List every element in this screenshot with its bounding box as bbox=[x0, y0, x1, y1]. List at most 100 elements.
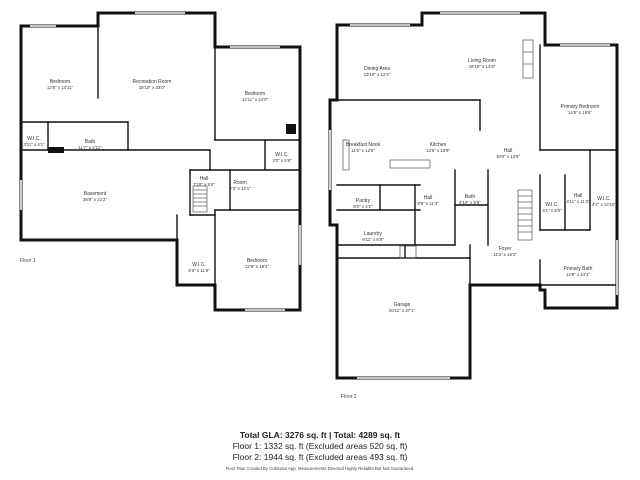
floor-1-outer-wall-left bbox=[19, 11, 100, 242]
room-name: Bath bbox=[465, 194, 476, 200]
room-name: Dining Area bbox=[364, 66, 390, 72]
room-dimensions: 10'0" x 13'9" bbox=[496, 154, 521, 159]
room-dimensions: 7'10" x 5'4" bbox=[193, 182, 215, 187]
room-dimensions: 12'9" x 19'4" bbox=[245, 264, 270, 269]
floor-1-label: Floor 1 bbox=[20, 258, 36, 264]
room-name: Basement bbox=[84, 191, 107, 197]
room-dimensions: 12'9" x 14'4" bbox=[566, 272, 591, 277]
room-name: Hall bbox=[574, 193, 583, 199]
room-label: W.I.C.4'2" x 13'10" bbox=[592, 196, 617, 207]
room-dimensions: 9'11" x 6'8" bbox=[362, 237, 384, 242]
floor-1-plan: Floor 1 bbox=[19, 11, 302, 312]
room-dimensions: 13'5" x 13'8" bbox=[426, 148, 451, 153]
room-name: W.I.C. bbox=[192, 262, 206, 268]
room-dimensions: 11'3" x 16'2" bbox=[493, 252, 517, 257]
room-name: Bedroom bbox=[245, 91, 265, 97]
room-name: Garage bbox=[394, 302, 411, 308]
room-dimensions: 14'5" x 19'6" bbox=[568, 110, 593, 115]
floor-2-label: Floor 2 bbox=[341, 394, 357, 400]
room-name: Laundry bbox=[364, 231, 383, 237]
room-dimensions: 18'10" x 14'8" bbox=[469, 64, 496, 69]
room-name: Hall bbox=[424, 195, 433, 201]
room-label: W.I.C.3'0" x 5'6" bbox=[272, 152, 292, 163]
room-name: Room bbox=[233, 180, 246, 186]
room-name: Primary Bedroom bbox=[561, 104, 600, 110]
room-name: W.I.C. bbox=[545, 202, 559, 208]
room-dimensions: 12'11" x 14'0" bbox=[242, 97, 269, 102]
floor-1-outer-wall-top bbox=[96, 11, 220, 49]
room-dimensions: 13'10" x 12'4" bbox=[364, 72, 391, 77]
floor-1-stairs bbox=[192, 185, 208, 213]
room-name: W.I.C. bbox=[275, 152, 289, 158]
room-dimensions: 4'1" x 8'6" bbox=[542, 208, 562, 213]
room-name: Pantry bbox=[356, 198, 371, 204]
room-name: Bedroom bbox=[247, 258, 267, 264]
floor-2-plan: Floor 2 bbox=[328, 11, 619, 400]
room-name: Hall bbox=[504, 148, 513, 154]
room-name: Kitchen bbox=[430, 142, 447, 148]
room-dimensions: 4'2" x 13'10" bbox=[592, 202, 617, 207]
room-name: Bath bbox=[85, 139, 96, 145]
room-dimensions: 28'9" x 21'2" bbox=[83, 197, 108, 202]
floor-2-laundry-sink bbox=[399, 245, 417, 259]
room-label: W.I.C.3'11" x 4'1" bbox=[23, 136, 45, 147]
room-dimensions: 11'7" x 4'11" bbox=[78, 145, 102, 150]
room-name: Foyer bbox=[499, 246, 512, 252]
floor-1-area: Floor 1: 1332 sq. ft (Excluded areas 520… bbox=[232, 441, 408, 451]
room-dimensions: 3'11" x 4'1" bbox=[23, 142, 45, 147]
room-dimensions: 9'3" x 12'1" bbox=[229, 186, 251, 191]
room-dimensions: 3'11" x 11'3" bbox=[566, 199, 590, 204]
room-name: W.I.C. bbox=[597, 196, 611, 202]
floor-2-counter bbox=[342, 139, 350, 171]
floor-2-fireplace bbox=[522, 39, 534, 79]
area-summary: Total GLA: 3276 sq. ft | Total: 4289 sq.… bbox=[0, 430, 640, 472]
room-dimensions: 11'5" x 12'5" bbox=[351, 148, 375, 153]
room-dimensions: 8'0" x 4'1" bbox=[353, 204, 373, 209]
room-dimensions: 4'10" x 5'6" bbox=[459, 200, 481, 205]
room-dimensions: 18'10" x 23'0" bbox=[139, 85, 166, 90]
room-name: Primary Bath bbox=[564, 266, 593, 272]
floor-1-column bbox=[286, 124, 296, 134]
room-name: Bedroom bbox=[50, 79, 70, 85]
room-dimensions: 12'8" x 14'11" bbox=[47, 85, 74, 90]
room-label: W.I.C.6'9" x 11'8" bbox=[188, 262, 210, 273]
room-name: Living Room bbox=[468, 58, 496, 64]
floor-2-kitchen-island bbox=[389, 159, 431, 169]
floor-2-outer-wall-foyer bbox=[468, 283, 547, 292]
room-dimensions: 6'9" x 11'8" bbox=[188, 268, 210, 273]
disclaimer: Floor Plan Created By Cubicasa App. Meas… bbox=[225, 466, 415, 471]
floor-2-outer-wall-top-right bbox=[335, 11, 619, 310]
total-area: Total GLA: 3276 sq. ft | Total: 4289 sq.… bbox=[239, 430, 401, 440]
room-name: Hall bbox=[200, 176, 209, 182]
floor-2-outer-wall-left-bottom bbox=[328, 23, 472, 380]
floor-2-stairs bbox=[517, 189, 533, 241]
floor-2-area: Floor 2: 1944 sq. ft (Excluded areas 493… bbox=[232, 452, 408, 462]
room-name: Breakfast Nook bbox=[346, 142, 381, 148]
room-name: W.I.C. bbox=[27, 136, 41, 142]
room-dimensions: 3'0" x 5'6" bbox=[272, 158, 292, 163]
room-dimensions: 20'11" x 27'1" bbox=[389, 308, 416, 313]
